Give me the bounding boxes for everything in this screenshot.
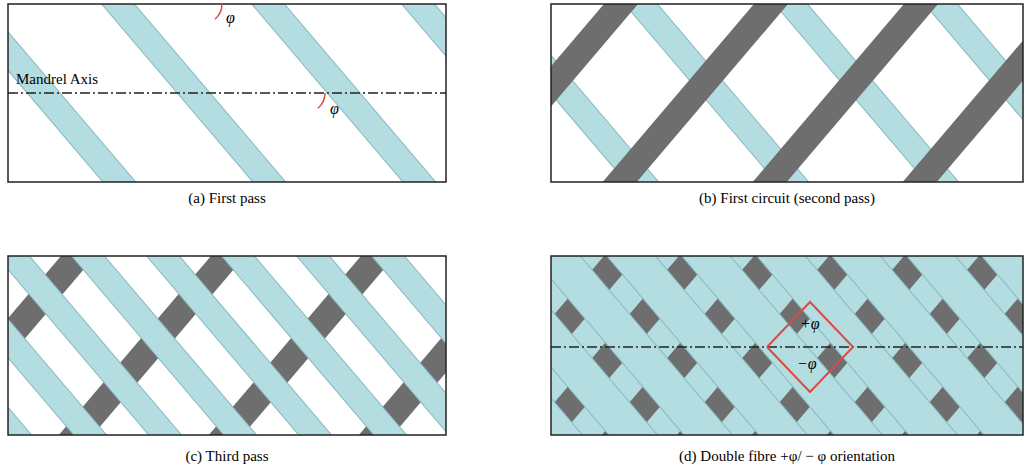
mandrel-axis-line [8, 92, 446, 93]
panel-border [8, 256, 446, 435]
panel-caption: (d) Double fibre +φ/ − φ orientation [679, 449, 895, 464]
unit-cell-diamond [767, 302, 853, 392]
mandrel-axis-line [551, 346, 1023, 347]
tow-edge [880, 256, 1023, 435]
panel-border [551, 4, 1023, 182]
tow-edge [955, 256, 1023, 435]
fibre-tow [955, 256, 1023, 435]
panel-c-stripes [8, 256, 446, 435]
panel-border [8, 4, 446, 182]
fibre-tow [412, 256, 446, 435]
angle-arc [215, 4, 222, 19]
tow-edge [412, 256, 446, 435]
fibre-tow [337, 256, 446, 435]
panel-caption: (c) Third pass [185, 449, 268, 464]
angle-arc [318, 93, 325, 108]
tow-edge [337, 256, 446, 435]
panel-b-stripes [551, 4, 1023, 182]
fibre-tow [869, 4, 1023, 182]
panel-caption: (a) First pass [188, 191, 266, 206]
angle-symbol: φ [226, 10, 235, 26]
axis-label: Mandrel Axis [16, 72, 98, 87]
fibre-tow [880, 256, 1023, 435]
angle-symbol: φ [330, 101, 339, 117]
panel-d-stripes [551, 256, 1023, 435]
angle-label: −φ [797, 356, 817, 372]
panel-a-stripes [8, 4, 446, 182]
panel-border [551, 256, 1023, 435]
panel-caption: (b) First circuit (second pass) [699, 191, 875, 206]
angle-label: +φ [800, 316, 820, 332]
